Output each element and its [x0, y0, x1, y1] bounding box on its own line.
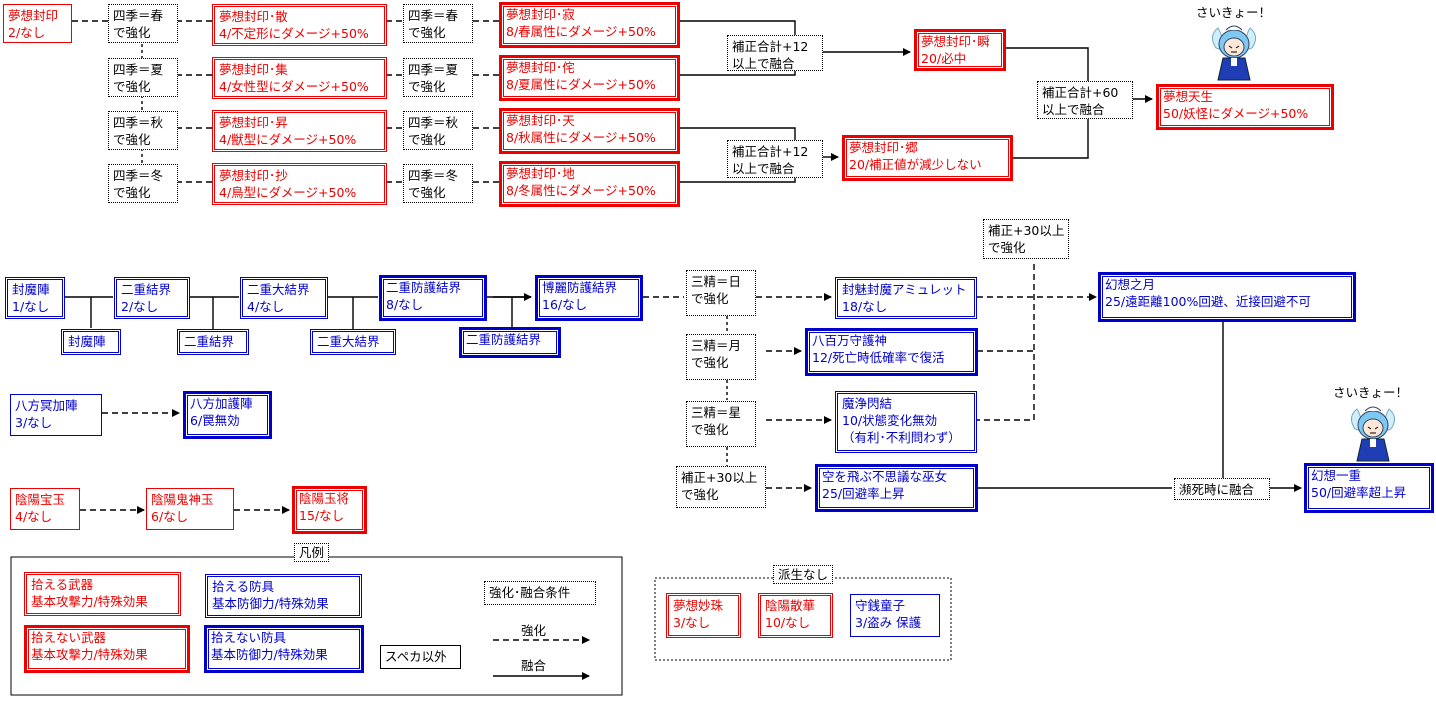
no-derive-title: 派生なし	[773, 565, 834, 584]
legend-weapon-pick: 拾える武器基本攻撃力/特殊効果	[24, 572, 181, 616]
cond-moon: 三精＝月で強化	[686, 334, 756, 380]
legend-not-spellcard: スペカ以外	[380, 645, 461, 669]
node-fuumajin-small: 封魔陣	[61, 329, 121, 355]
legend-armor-pick: 拾える防具基本防御力/特殊効果	[205, 574, 362, 618]
cirno-sprite-bottom	[1351, 406, 1395, 462]
cond-summer-1: 四季＝夏で強化	[108, 58, 178, 97]
speech-top: さいきょー！	[1196, 5, 1272, 20]
cond-autumn-1: 四季＝秋で強化	[108, 111, 178, 150]
cond-summer-2: 四季＝夏で強化	[403, 58, 473, 97]
cond-sun: 三精＝日で強化	[686, 270, 756, 316]
cond-star: 三精＝星で強化	[686, 401, 756, 447]
cond-spring-1: 四季＝春で強化	[108, 4, 178, 43]
legend-upgrade-label: 強化	[521, 623, 547, 638]
legend-condition: 強化･融合条件	[484, 581, 596, 605]
cond-dying: 瀕死時に融合	[1174, 478, 1270, 500]
cond-plus30-b: 補正+30以上で強化	[676, 466, 766, 508]
cond-winter-2: 四季＝冬で強化	[403, 164, 473, 203]
cond-spring-2: 四季＝春で強化	[403, 4, 473, 43]
node-nijuubougo-small: 二重防護結界	[459, 327, 561, 358]
legend-weapon-nopick: 拾えない武器基本攻撃力/特殊効果	[24, 625, 190, 673]
cirno-sprite-top	[1212, 25, 1256, 81]
cond-plus30-a: 補正+30以上で強化	[983, 219, 1070, 259]
node-nijuudai-small: 二重大結界	[310, 329, 396, 355]
node-nijuu-small: 二重結界	[177, 329, 249, 355]
legend-fuse-label: 融合	[521, 658, 547, 673]
cond-winter-1: 四季＝冬で強化	[108, 164, 178, 203]
cond-autumn-2: 四季＝秋で強化	[403, 111, 473, 150]
legend-armor-nopick: 拾えない防具基本防御力/特殊効果	[204, 625, 364, 673]
speech-bottom: さいきょー！	[1333, 385, 1409, 400]
legend-title: 凡例	[294, 543, 330, 562]
